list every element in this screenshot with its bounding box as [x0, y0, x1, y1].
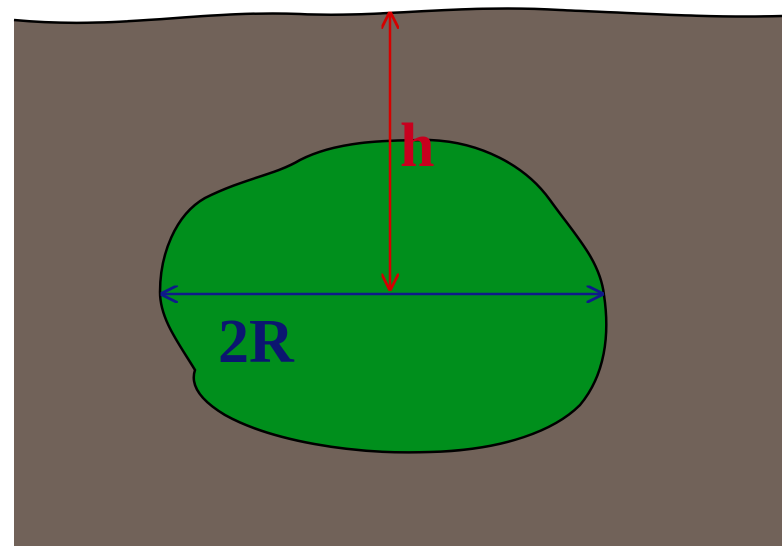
depth-label: h — [400, 112, 434, 180]
diameter-label: 2R — [218, 308, 295, 376]
